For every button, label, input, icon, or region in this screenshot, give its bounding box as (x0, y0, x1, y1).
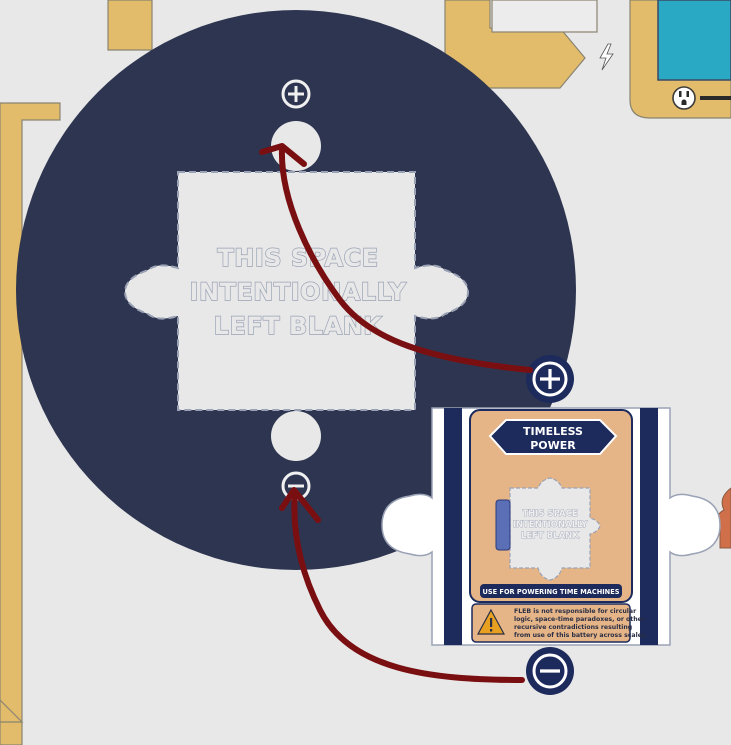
large-slot-positive-terminal[interactable] (280, 78, 312, 110)
timeless-power-battery-card[interactable]: TIMELESS POWER THIS SPACE INTENTIONALLY … (378, 400, 724, 650)
minus-circle-icon (532, 653, 568, 689)
large-slot-placeholder: THIS SPACE INTENTIONALLY LEFT BLANK (189, 243, 407, 340)
battery-footer-text: USE FOR POWERING TIME MACHINES (483, 588, 620, 596)
battery-side-chip (495, 499, 511, 551)
plus-circle-icon (281, 79, 311, 109)
battery-placeholder-line-3: LEFT BLANK (521, 531, 579, 541)
battery-placeholder-line-1: THIS SPACE (522, 509, 578, 519)
plus-icon (288, 86, 304, 102)
lightning-bolt-icon (599, 43, 614, 71)
battery-positive-terminal[interactable] (524, 353, 576, 405)
battery-blank-slot (509, 477, 601, 581)
board-screen (657, 0, 731, 81)
battery-title-line-2: POWER (530, 439, 576, 452)
warning-triangle-icon (476, 608, 506, 635)
placeholder-line-2: INTENTIONALLY (190, 278, 407, 306)
placeholder-line-1: THIS SPACE (217, 244, 378, 272)
plus-icon (540, 369, 560, 389)
warning-line-3: recursive contradictions resulting (514, 624, 632, 631)
bottom-terminal-notch (271, 411, 321, 461)
battery-title-line-1: TIMELESS (523, 425, 583, 438)
battery-negative-terminal[interactable] (524, 645, 576, 697)
board-slot (491, 0, 598, 33)
battery-warning-box (471, 603, 631, 643)
battery-left-stripe (444, 408, 462, 645)
battery-placeholder-line-2: INTENTIONALLY (513, 520, 588, 530)
arrow-positive-path (278, 145, 533, 373)
plus-circle-icon (532, 361, 568, 397)
warning-line-2: logic, space-time paradoxes, or other (514, 616, 646, 623)
warning-line-4: from use of this battery across scales. (514, 632, 648, 639)
arrow-negative-path (291, 489, 525, 683)
warning-line-1: FLEB is not responsible for circular (514, 608, 637, 615)
blank-puzzle-slot (123, 171, 470, 411)
arrow-positive-head (259, 143, 307, 167)
battery-footer-strip (480, 584, 622, 598)
power-outlet-icon (672, 86, 731, 110)
battery-title-badge (488, 419, 618, 455)
battery-right-stripe (640, 408, 658, 645)
arrow-negative-head (279, 487, 321, 523)
